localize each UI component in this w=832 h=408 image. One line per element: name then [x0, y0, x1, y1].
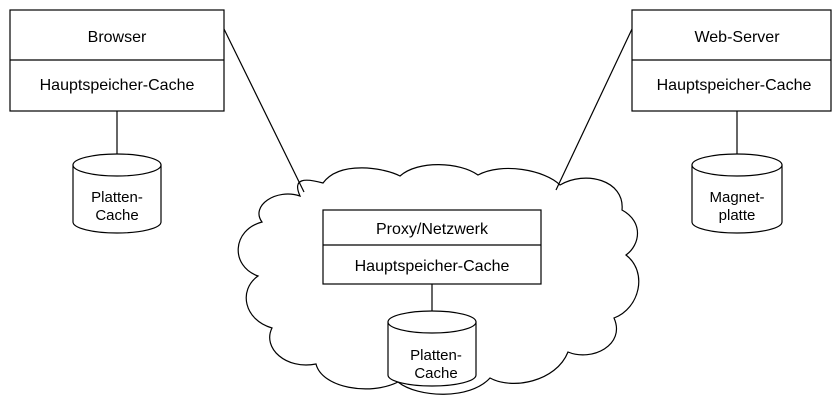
proxy-disk-label-line2: Cache — [414, 365, 457, 382]
server-cache-label: Hauptspeicher-Cache — [657, 77, 812, 94]
proxy-cache-label: Hauptspeicher-Cache — [355, 258, 510, 275]
browser-title: Browser — [88, 29, 147, 46]
server-disk-label-line1: Magnet- — [709, 189, 764, 206]
browser-disk-label-line1: Platten- — [91, 189, 143, 206]
proxy-box — [322, 209, 542, 285]
browser-cache-label: Hauptspeicher-Cache — [40, 77, 195, 94]
browser-disk-icon — [72, 153, 162, 234]
proxy-disk-label-line1: Platten- — [410, 347, 462, 364]
server-title: Web-Server — [694, 29, 780, 46]
proxy-title: Proxy/Netzwerk — [376, 221, 489, 238]
proxy-disk-icon — [387, 310, 477, 387]
browser-to-network-link — [223, 28, 305, 193]
proxy-node: Proxy/Netzwerk Hauptspeicher-Cache Platt… — [322, 209, 542, 387]
browser-disk-label-line2: Cache — [95, 207, 138, 224]
server-disk-icon — [691, 153, 783, 234]
server-disk-label-line2: platte — [719, 207, 756, 224]
server-to-network-link — [555, 28, 633, 191]
browser-node: Browser Hauptspeicher-Cache Platten- Cac… — [9, 9, 225, 234]
server-node: Web-Server Hauptspeicher-Cache Magnet- p… — [631, 9, 832, 234]
